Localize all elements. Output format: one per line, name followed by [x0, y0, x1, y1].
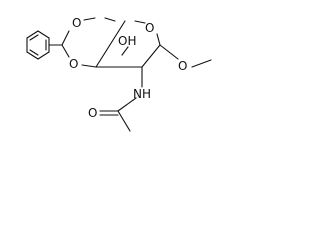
acetal-o-upper-bond [61, 30, 70, 46]
atom-o-upper-2: O [145, 21, 154, 35]
acetamido-group [99, 66, 143, 132]
phenyl-inner-bond-3 [29, 49, 39, 56]
pyranose-ring [95, 20, 161, 68]
atom-o-upper-1: O [72, 16, 81, 30]
o-upper-ch2-bond [83, 17, 96, 21]
c5-o5-bond [134, 20, 146, 24]
acetal-o-left-bond [61, 44, 70, 58]
c3-oh-bond [121, 46, 129, 56]
structure-canvas: O O O OH O NH O [0, 0, 238, 155]
phenyl-ring [26, 30, 50, 60]
c1-ome-bond [159, 44, 179, 60]
o-left-c4-bond [81, 64, 97, 68]
atom-o-left: O [69, 57, 78, 71]
chemical-structure: O O O OH O NH O [26, 16, 212, 132]
phenyl-bond-5 [26, 51, 39, 60]
o5-c1-bond [156, 33, 161, 46]
c1-c2-bond [141, 44, 161, 68]
phenyl-bond-2 [37, 30, 50, 39]
atom-o-carbonyl: O [88, 106, 97, 120]
methoxy-group [159, 44, 212, 68]
c4-c5-bond [107, 20, 126, 49]
dioxane-ring [61, 17, 116, 68]
atom-o-methoxy: O [178, 59, 187, 73]
ome-methyl-bond [191, 59, 212, 68]
phenyl-bond-4 [37, 51, 50, 60]
ch2-ring-bond [104, 17, 116, 22]
phenyl-inner-bond-1 [29, 34, 39, 41]
carbonyl-methyl-bond [117, 110, 131, 132]
atom-oh: OH [118, 34, 136, 48]
phenyl-bond-1 [26, 30, 39, 39]
nh-carbonyl-bond [117, 97, 137, 112]
c3-c4-bond [95, 47, 109, 68]
atom-nh: NH [133, 87, 151, 101]
